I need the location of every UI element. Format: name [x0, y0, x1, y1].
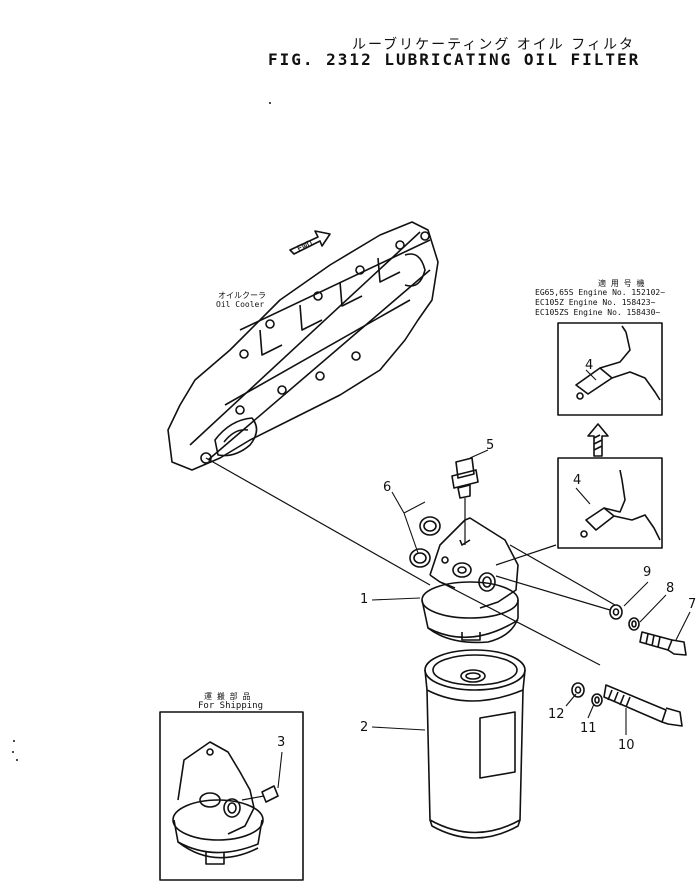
engine-range-1: EG65,65S Engine No. 152102~	[535, 288, 666, 297]
filter-cartridge-2	[424, 649, 526, 839]
callout-8: 8	[666, 581, 675, 596]
lock-washer-11	[591, 693, 603, 707]
washer-12	[571, 682, 585, 698]
callout-2: 2	[360, 720, 369, 735]
bolt-10	[603, 684, 683, 727]
callout-11: 11	[580, 721, 597, 736]
sensor-option-box-lower	[557, 457, 663, 549]
shipping-label: For Shipping	[198, 701, 264, 711]
washer-9	[609, 604, 623, 620]
oil-cooler-label-jp: オイルクーラ	[218, 291, 266, 300]
callout-4-lower: 4	[573, 473, 582, 488]
figure-title-japanese: ルーブリケーティング オイル フィルタ	[352, 37, 635, 53]
engine-range-3: EC105ZS Engine No. 158430~	[535, 308, 661, 317]
sensor-4-upper	[575, 325, 661, 401]
oil-cooler-label: Oil Cooler	[216, 300, 265, 309]
upgrade-arrow-icon	[587, 423, 609, 457]
figure-title: FIG. 2312 LUBRICATING OIL FILTER	[268, 50, 641, 69]
callout-leaders	[277, 369, 691, 789]
callout-5: 5	[486, 438, 495, 453]
shipping-label-jp: 運 搬 部 品	[204, 692, 251, 701]
callout-6: 6	[383, 480, 392, 495]
applicable-label-jp: 適 用 号 機	[598, 279, 645, 288]
sensor-option-box-upper	[557, 322, 663, 416]
oil-cooler-drawing	[167, 221, 439, 471]
callout-9: 9	[643, 565, 652, 580]
assembly-line-1	[205, 457, 431, 586]
shipping-box	[159, 711, 304, 881]
engine-range-2: EC105Z Engine No. 158423~	[535, 298, 656, 307]
oil-pressure-switch-5	[451, 457, 479, 545]
callout-3: 3	[277, 735, 286, 750]
o-rings-6	[409, 516, 441, 568]
callout-10: 10	[618, 738, 635, 753]
callout-12: 12	[548, 707, 565, 722]
shipping-filter-head	[172, 741, 279, 865]
fwd-arrow-icon	[289, 230, 331, 255]
callout-1: 1	[360, 592, 369, 607]
lock-washer-8	[628, 617, 640, 631]
bolt-7	[639, 631, 687, 656]
scan-marks	[12, 102, 271, 761]
callout-7: 7	[688, 597, 697, 612]
filter-head-1	[421, 517, 519, 644]
callout-4-upper: 4	[585, 358, 594, 373]
sensor-4-lower	[580, 469, 661, 541]
